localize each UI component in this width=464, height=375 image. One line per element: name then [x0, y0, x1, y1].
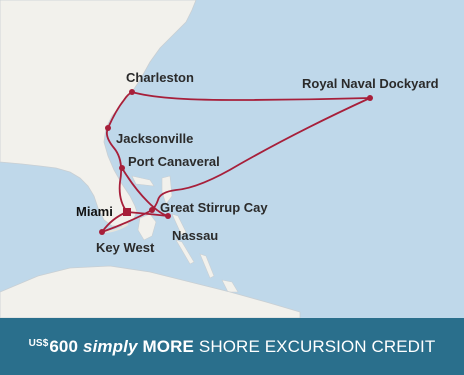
cuba — [0, 265, 301, 318]
marker-key-west — [99, 229, 105, 235]
bahamas-abaco — [161, 175, 173, 205]
marker-charleston — [129, 89, 135, 95]
more-word: MORE — [142, 336, 194, 356]
marker-jacksonville — [105, 125, 111, 131]
mainland-us — [0, 0, 197, 227]
marker-great-stirrup-cay — [149, 207, 155, 213]
label-miami: Miami — [76, 204, 113, 219]
credit-description: SHORE EXCURSION CREDIT — [198, 336, 436, 356]
bahamas-eleuthera — [171, 213, 187, 237]
route-keywest-stirrup — [101, 209, 153, 233]
marker-miami — [123, 208, 131, 216]
label-charleston: Charleston — [126, 70, 194, 85]
label-port-canaveral: Port Canaveral — [128, 154, 220, 169]
bahamas-exuma — [175, 239, 195, 265]
route-map: Charleston Royal Naval Dockyard Jacksonv… — [0, 0, 464, 318]
label-key-west: Key West — [96, 240, 155, 255]
marker-nassau — [165, 213, 171, 219]
bahamas-southern — [221, 279, 239, 293]
label-royal-naval-dockyard: Royal Naval Dockyard — [302, 76, 439, 91]
route-dockyard-bahamas — [151, 97, 371, 211]
route-canaveral-nassau — [121, 167, 169, 217]
simply-word: simply — [83, 336, 138, 356]
marker-port-canaveral — [119, 165, 125, 171]
bahamas-long-island — [199, 253, 215, 279]
bahamas-grand-bahama — [131, 175, 155, 187]
route-miami-charleston — [105, 91, 133, 213]
label-great-stirrup-cay: Great Stirrup Cay — [160, 200, 268, 215]
label-jacksonville: Jacksonville — [116, 131, 193, 146]
marker-royal-naval-dockyard — [367, 95, 373, 101]
credit-amount: 600 — [49, 336, 79, 356]
route-charleston-dockyard — [131, 91, 371, 101]
port-markers — [99, 89, 373, 235]
currency-label: US$ — [28, 337, 49, 349]
map-svg: Charleston Royal Naval Dockyard Jacksonv… — [0, 0, 464, 318]
label-nassau: Nassau — [172, 228, 218, 243]
